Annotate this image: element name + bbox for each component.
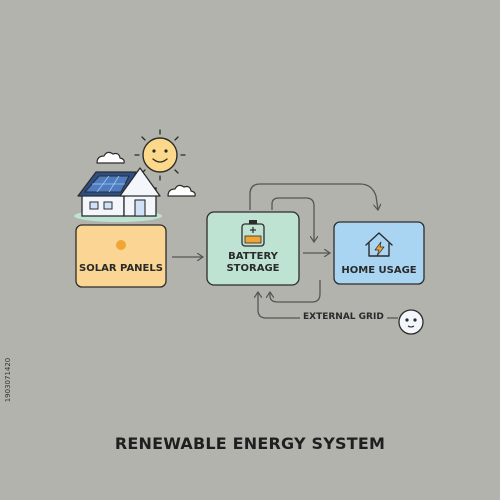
stock-id-text: 1903071420 bbox=[4, 357, 12, 403]
grid-to-battery-arrow bbox=[258, 292, 398, 319]
diagram-title: RENEWABLE ENERGY SYSTEM bbox=[114, 434, 386, 453]
house-icon bbox=[74, 167, 162, 222]
battery-icon bbox=[241, 220, 265, 247]
home-usage-label: HOME USAGE bbox=[341, 265, 417, 276]
battery-storage-label-line1: BATTERY bbox=[228, 251, 278, 262]
home-lightning-icon bbox=[365, 232, 393, 257]
stock-id: 1903071420 bbox=[2, 330, 14, 430]
external-grid-label: EXTERNAL GRID bbox=[300, 312, 387, 322]
solar-panels-node bbox=[75, 224, 167, 288]
power-outlet-icon bbox=[398, 309, 424, 335]
solar-panel-icon bbox=[83, 175, 130, 193]
battery-storage-node bbox=[206, 211, 300, 286]
cloud-icon bbox=[167, 184, 196, 197]
cloud-icon bbox=[96, 151, 125, 164]
sun-icon bbox=[134, 129, 186, 181]
solar-node-sun-icon bbox=[116, 240, 126, 250]
home-to-battery-return-arrow bbox=[270, 280, 321, 303]
solar-to-home-direct-arrow bbox=[249, 183, 378, 210]
solar-panels-label: SOLAR PANELS bbox=[79, 263, 163, 274]
battery-storage-label: BATTERY STORAGE bbox=[207, 251, 299, 275]
battery-loop-arrow bbox=[271, 197, 314, 242]
battery-storage-label-line2: STORAGE bbox=[226, 263, 280, 274]
